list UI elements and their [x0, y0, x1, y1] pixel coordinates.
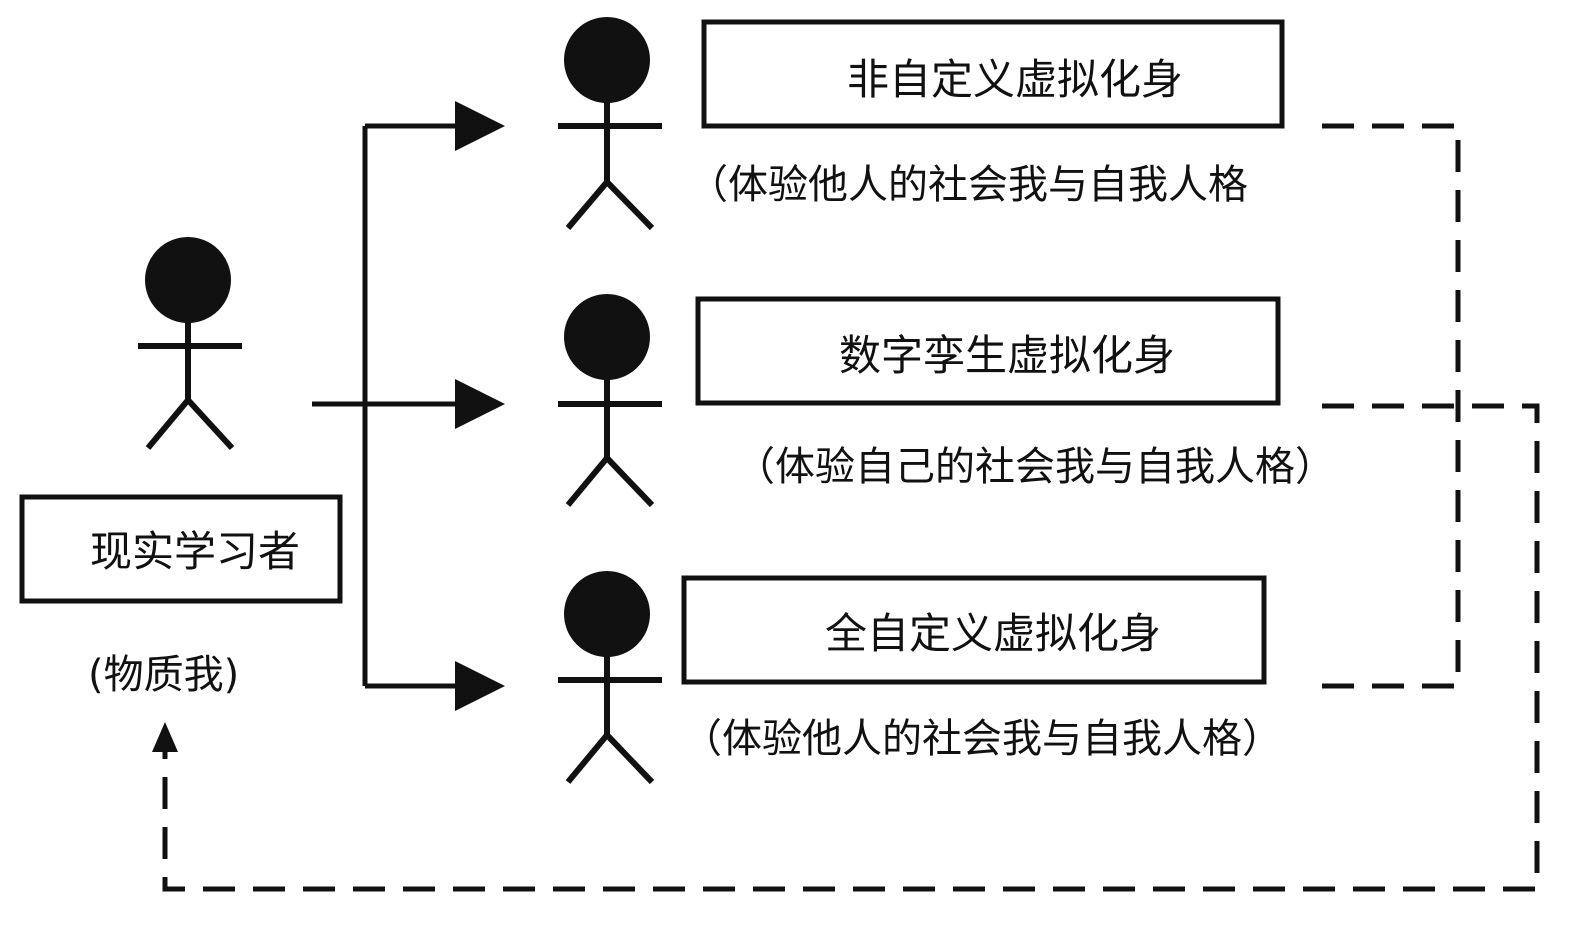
- avatar-3-caption: （体验他人的社会我与自我人格）: [682, 716, 1282, 762]
- avatar-3-label: 全自定义虚拟化身: [825, 609, 1161, 658]
- dashed-bracket-inner: [1322, 123, 1461, 689]
- avatar-3-box: [681, 575, 1267, 685]
- avatar-1-box: [701, 19, 1285, 129]
- dashed-return-path: [162, 403, 1540, 892]
- avatar-figure-1: [558, 17, 662, 231]
- avatar-1-label: 非自定义虚拟化身: [847, 55, 1183, 104]
- learner-caption: (物质我): [88, 652, 239, 698]
- learner-box: [19, 494, 343, 604]
- branch-connector: [312, 101, 505, 711]
- learner-left-leg: [145, 398, 191, 450]
- learner-label: 现实学习者: [90, 527, 300, 576]
- avatar-figure-3: [558, 571, 662, 785]
- avatar-1-caption: （体验他人的社会我与自我人格: [688, 162, 1248, 208]
- avatar-figure-2: [558, 294, 662, 508]
- avatar-2-box: [695, 296, 1281, 406]
- avatar-2-caption: （体验自己的社会我与自我人格）: [735, 444, 1335, 490]
- feedback-paths: [162, 123, 1540, 892]
- avatar-2-head: [564, 294, 650, 380]
- learner-right-leg: [185, 397, 235, 451]
- learner-head: [145, 237, 231, 323]
- learner-figure: [138, 237, 242, 451]
- avatar-2-label: 数字孪生虚拟化身: [839, 331, 1175, 380]
- return-arrowhead: [152, 722, 178, 752]
- avatar-3-head: [564, 571, 650, 657]
- avatar-1-head: [564, 17, 650, 103]
